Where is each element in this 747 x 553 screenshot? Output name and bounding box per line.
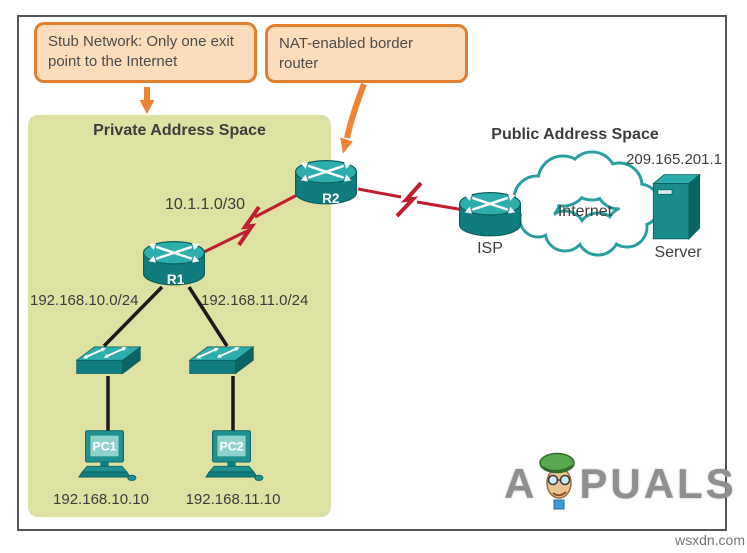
- nat-router-callout: NAT-enabled border router: [265, 24, 468, 83]
- pc1-screen-label: PC1: [92, 440, 116, 454]
- watermark-letter-a: A: [504, 460, 538, 507]
- switch2-icon: [188, 346, 255, 375]
- lan2-subnet-label: 192.168.11.0/24: [201, 292, 309, 309]
- site-credit: wsxdn.com: [674, 532, 745, 548]
- appuals-mascot-icon: [539, 452, 576, 510]
- serial-subnet-label: 10.1.1.0/30: [164, 196, 246, 213]
- internet-cloud-icon: [512, 150, 662, 257]
- router-r1-icon: R1: [143, 241, 205, 287]
- pc2-ip-label: 192.168.11.10: [185, 491, 281, 508]
- nat-callout-arrow-icon: [340, 82, 367, 154]
- server-label: Server: [654, 244, 702, 261]
- cable-r1-switch1: [102, 285, 164, 348]
- pc2-screen-label: PC2: [219, 440, 243, 454]
- server-ip-label: 209.165.201.1: [626, 151, 722, 168]
- watermark-letters-puals: PUALS: [579, 460, 737, 507]
- stub-callout-arrow-icon: [139, 87, 155, 114]
- server-icon: [652, 173, 701, 240]
- router-isp-icon: [459, 192, 521, 237]
- private-space-title: Private Address Space: [93, 122, 266, 139]
- private-address-space-box: [28, 115, 331, 517]
- internet-label: Internet: [557, 203, 613, 220]
- serial-link-r2-isp: [357, 181, 465, 218]
- pc2-icon: PC2: [205, 430, 264, 481]
- stub-network-callout: Stub Network: Only one exit point to the…: [34, 22, 257, 83]
- cable-r1-switch2: [187, 286, 229, 347]
- router-r1-label: R1: [167, 272, 185, 287]
- lan1-subnet-label: 192.168.10.0/24: [30, 292, 139, 309]
- serial-link-r1-r2: [201, 192, 300, 255]
- lan-cables: [102, 285, 235, 431]
- public-space-title: Public Address Space: [491, 126, 659, 143]
- pc1-icon: PC1: [78, 430, 137, 481]
- pc1-ip-label: 192.168.10.10: [53, 491, 149, 508]
- router-r2-label: R2: [322, 191, 340, 206]
- lightning-bolt-icon: [237, 205, 261, 247]
- switch1-icon: [75, 346, 142, 375]
- lightning-bolt-icon: [395, 181, 423, 218]
- router-r2-icon: R2: [295, 160, 357, 206]
- appuals-watermark: A PUALS: [504, 452, 737, 516]
- isp-label: ISP: [477, 240, 503, 257]
